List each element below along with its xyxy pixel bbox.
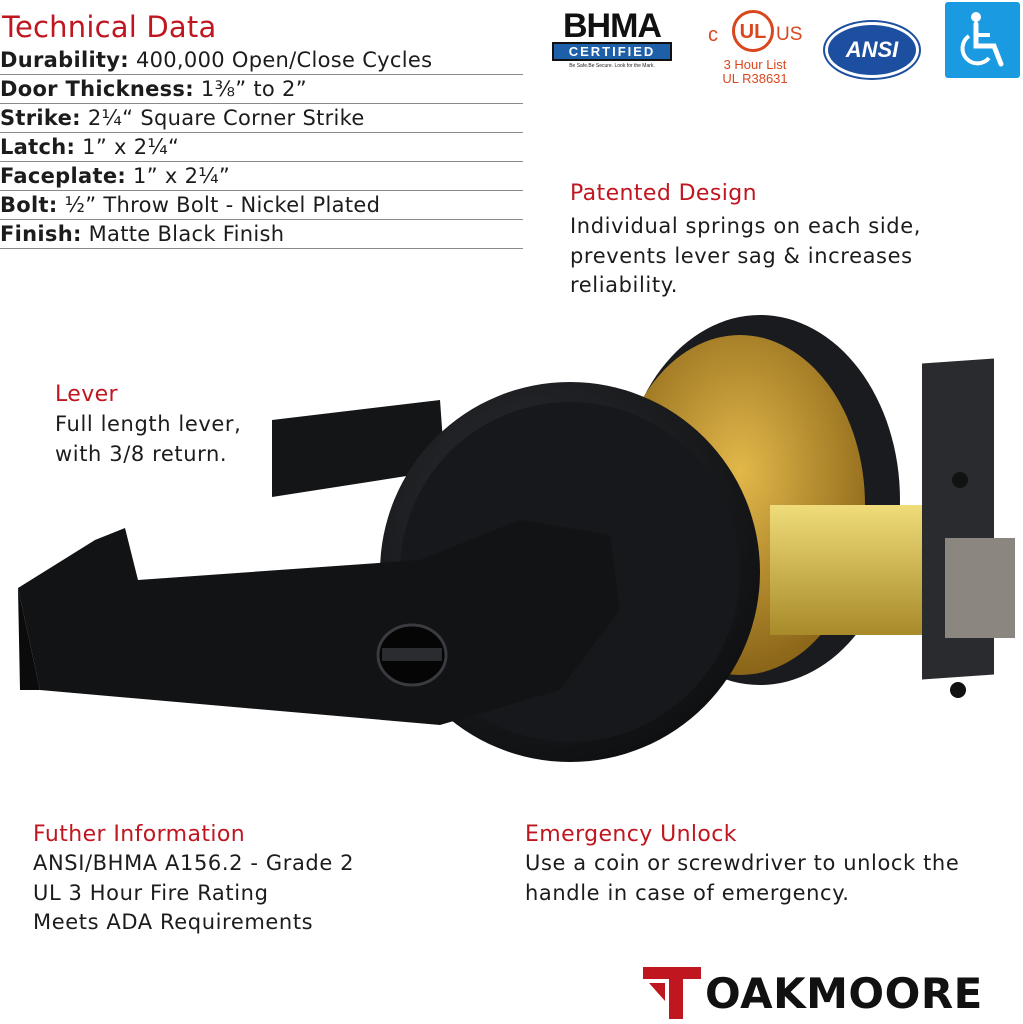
lever-lock-illustration xyxy=(18,315,1015,762)
technical-data-title: Technical Data xyxy=(2,10,217,44)
oakmoore-mark-icon xyxy=(643,967,701,1019)
spec-row: Bolt: ½” Throw Bolt - Nickel Plated xyxy=(0,191,523,220)
callout-line: prevents lever sag & increases xyxy=(570,243,913,268)
callout-line: ANSI/BHMA A156.2 - Grade 2 xyxy=(33,851,355,875)
lever-handle xyxy=(18,520,620,725)
callout-heading: Patented Design xyxy=(570,181,757,206)
latch-bolt-tube xyxy=(770,505,930,635)
ul-c: c xyxy=(708,24,718,46)
bhma-tagline: Be Safe.Be Secure. Look for the Mark. xyxy=(569,63,655,69)
callout-line: with 3/8 return. xyxy=(55,441,228,466)
spec-row: Door Thickness: 1⅜” to 2” xyxy=(0,75,523,104)
spec-label: Strike: xyxy=(0,106,81,130)
bhma-name: BHMA xyxy=(563,7,662,45)
callout-patented-design: Patented Design Individual springs on ea… xyxy=(570,181,921,301)
spec-value: ½” Throw Bolt - Nickel Plated xyxy=(64,193,381,217)
spec-table: Durability: 400,000 Open/Close Cycles Do… xyxy=(0,46,523,249)
ansi-logo: ANSI xyxy=(825,22,919,78)
rear-lever xyxy=(272,400,445,497)
callout-further-information: Futher Information ANSI/BHMA A156.2 - Gr… xyxy=(33,822,354,938)
callout-emergency-unlock: Emergency Unlock Use a coin or screwdriv… xyxy=(525,822,959,908)
ansi-name: ANSI xyxy=(845,37,899,62)
ul-line1: 3 Hour List xyxy=(723,57,787,72)
spec-value: 400,000 Open/Close Cycles xyxy=(135,48,433,72)
latch-bolt xyxy=(945,538,1015,638)
spec-label: Bolt: xyxy=(0,193,58,217)
ul-line2: UL R38631 xyxy=(722,71,788,86)
callout-body: ANSI/BHMA A156.2 - Grade 2 UL 3 Hour Fir… xyxy=(33,849,354,938)
spec-value: 1” x 2¼” xyxy=(133,164,231,188)
callout-heading: Lever xyxy=(55,382,119,407)
spec-value: Matte Black Finish xyxy=(88,222,285,246)
callout-line: UL 3 Hour Fire Rating xyxy=(33,880,269,905)
spec-value: 1⅜” to 2” xyxy=(200,77,307,101)
spec-row: Faceplate: 1” x 2¼” xyxy=(0,162,523,191)
oakmoore-logo: OAKMOORE xyxy=(643,965,983,1021)
callout-line: handle in case of emergency. xyxy=(525,880,850,905)
spec-value: 2¼“ Square Corner Strike xyxy=(87,106,365,130)
callout-line: Use a coin or screwdriver to unlock the xyxy=(525,851,960,875)
callout-line: reliability. xyxy=(570,273,679,297)
spec-row: Strike: 2¼“ Square Corner Strike xyxy=(0,104,523,133)
callout-body: Individual springs on each side, prevent… xyxy=(570,212,921,301)
callout-line: Meets ADA Requirements xyxy=(33,910,314,934)
ul-listed-logo: c UL US 3 Hour List UL R38631 xyxy=(700,8,810,86)
wheelchair-icon xyxy=(945,2,1020,78)
ul-mark: UL xyxy=(732,10,774,52)
callout-line: Individual springs on each side, xyxy=(570,214,921,238)
spec-label: Latch: xyxy=(0,135,76,159)
callout-heading: Emergency Unlock xyxy=(525,822,737,847)
callout-lever: Lever Full length lever, with 3/8 return… xyxy=(55,382,241,469)
spec-label: Durability: xyxy=(0,48,129,72)
spec-label: Finish: xyxy=(0,222,82,246)
spec-row: Finish: Matte Black Finish xyxy=(0,220,523,249)
callout-line: Full length lever, xyxy=(55,412,242,436)
callout-body: Use a coin or screwdriver to unlock the … xyxy=(525,849,959,908)
bhma-badge: CERTIFIED xyxy=(552,42,672,61)
spec-row: Durability: 400,000 Open/Close Cycles xyxy=(0,46,523,75)
callout-heading: Futher Information xyxy=(33,822,246,847)
spec-value: 1” x 2¼“ xyxy=(82,135,180,159)
bhma-certified-logo: BHMA CERTIFIED Be Safe.Be Secure. Look f… xyxy=(552,7,672,69)
spec-label: Faceplate: xyxy=(0,164,127,188)
ul-us: US xyxy=(776,24,803,45)
spec-label: Door Thickness: xyxy=(0,77,194,101)
brand-name: OAKMOORE xyxy=(705,968,983,1018)
callout-body: Full length lever, with 3/8 return. xyxy=(55,410,241,469)
spec-row: Latch: 1” x 2¼“ xyxy=(0,133,523,162)
